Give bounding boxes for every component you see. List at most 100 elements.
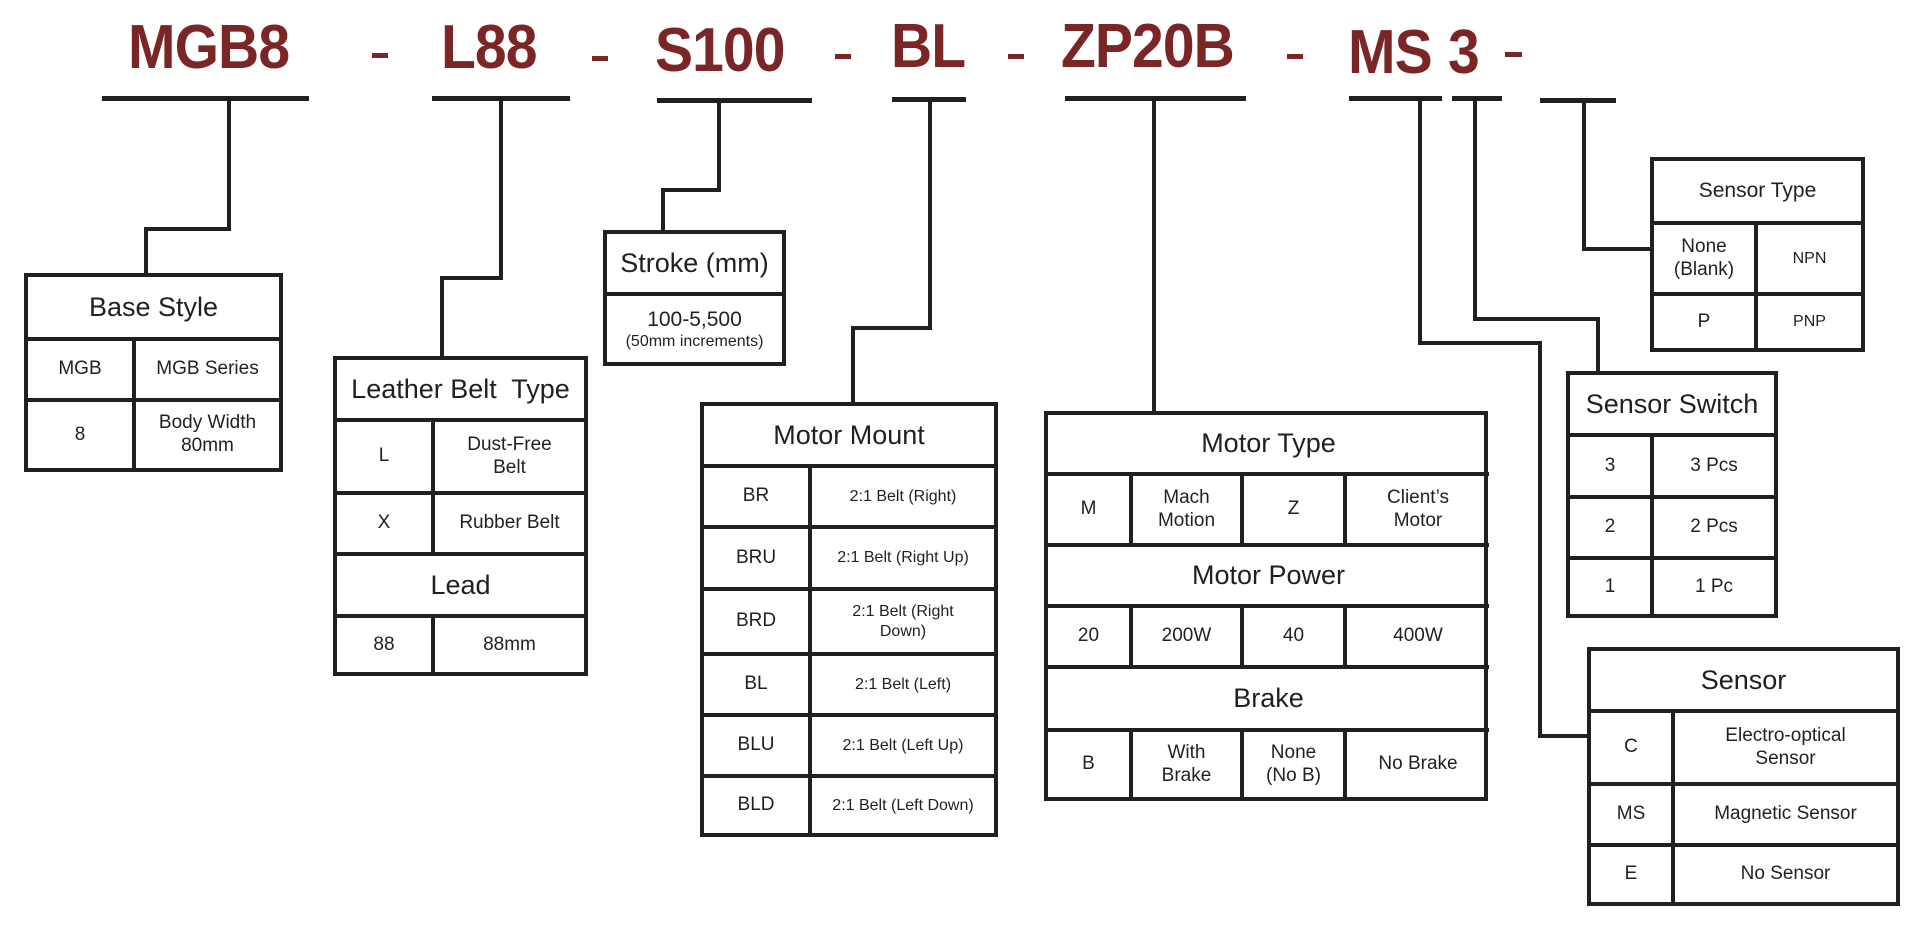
option-desc: 2:1 Belt (Left) [812,656,994,717]
connector-motor-mount [928,99,932,330]
table-title: Stroke (mm) [607,234,782,296]
option-desc: 2:1 Belt (Right Down) [812,591,994,656]
option-desc: Body Width 80mm [158,412,257,456]
option-desc: 2 Pcs [1654,499,1774,560]
separator-dash [1505,52,1522,57]
connector-belt [440,276,444,357]
option-code: 3 [1570,437,1654,499]
option-code: BLU [704,717,812,778]
connector-base-style [144,227,148,275]
option-desc: Mach Motion [1133,476,1244,547]
option-desc: 2:1 Belt (Right) [812,468,994,529]
connector-stroke [717,100,721,192]
code-segment-stroke: S100 [655,16,785,85]
table-title: Leather Belt Type [337,360,584,422]
option-code: M [1048,476,1133,547]
option-code: MS [1591,786,1675,847]
separator-dash [592,56,608,61]
option-desc: Dust-Free Belt [435,422,584,495]
option-desc: None (No B) [1244,732,1347,797]
option-code: X [337,495,435,556]
option-desc: 3 Pcs [1654,437,1774,499]
table-subtitle: Motor Power [1048,547,1489,608]
connector-base-style [227,98,231,231]
option-code: B [1048,732,1133,797]
connector-sensor [1538,734,1588,738]
connector-sensor [1418,98,1422,345]
option-desc: With Brake [1133,732,1244,797]
option-code: 2 [1570,499,1654,560]
option-code: 20 [1048,608,1133,669]
stroke-table: Stroke (mm) 100-5,500 (50mm increments) [603,230,786,366]
option-code: None (Blank) [1654,225,1758,296]
connector-stroke [661,188,721,192]
sensor-table: Sensor C Electro-optical Sensor MS Magne… [1587,647,1900,906]
option-desc: 2:1 Belt (Left Down) [832,796,974,814]
option-code: L [337,422,435,495]
option-desc: Rubber Belt [435,495,584,556]
option-desc: No Sensor [1740,863,1831,885]
option-desc: 88mm [483,633,536,655]
option-desc: 2:1 Belt (Left Up) [812,717,994,778]
option-desc: Magnetic Sensor [1675,786,1896,847]
option-code: BR [704,468,812,529]
underline-sensor [1349,96,1442,101]
connector-belt [499,98,503,280]
option-desc: MGB Series [136,341,279,402]
sensor-type-table: Sensor Type None (Blank) NPN P PNP [1650,157,1865,352]
code-segment-sensor-switch: 3 [1448,18,1480,87]
separator-dash [835,54,851,59]
connector-motor-mount [851,326,932,330]
stroke-note: (50mm increments) [625,333,764,350]
table-title: Motor Type [1048,415,1489,476]
table-subtitle: Lead [337,556,584,618]
option-code: E [1591,847,1675,902]
code-segment-base-style: MGB8 [128,13,290,82]
connector-sensor [1418,341,1542,345]
code-segment-belt-lead: L88 [441,13,537,82]
table-title: Sensor Type [1654,161,1861,225]
option-code: 88 [337,618,435,672]
connector-sensor-type [1582,100,1586,251]
option-code: 40 [1244,608,1347,669]
underline-stroke [657,98,812,103]
sensor-switch-table: Sensor Switch 3 3 Pcs 2 2 Pcs 1 1 Pc [1566,371,1778,618]
option-code: BRD [704,591,812,656]
stroke-range: 100-5,500 (50mm increments) [607,296,782,362]
table-title: Motor Mount [704,406,994,468]
option-code: BLD [704,778,812,833]
connector-motor-mount [851,326,855,403]
table-title: Base Style [28,277,279,341]
option-desc: 400W [1347,608,1489,669]
connector-motor [1152,98,1156,412]
option-code: BL [704,656,812,717]
option-desc: NPN [1758,225,1861,296]
motor-table: Motor Type M Mach Motion Z Client’s Moto… [1044,411,1489,801]
option-code: 8 [28,402,136,468]
motor-mount-table: Motor Mount BR 2:1 Belt (Right) BRU 2:1 … [700,402,998,837]
option-code: BRU [704,529,812,591]
code-segment-motor: ZP20B [1061,12,1235,81]
option-code: MGB [28,341,136,402]
underline-sensor-switch [1452,96,1502,101]
connector-sensor-switch [1473,317,1600,321]
option-desc: 200W [1133,608,1244,669]
connector-stroke [661,188,665,231]
separator-dash [1008,54,1024,59]
code-segment-motor-mount: BL [891,12,966,81]
connector-sensor-switch [1473,98,1477,321]
underline-sensor-type [1540,98,1616,103]
connector-sensor-switch [1596,317,1600,371]
base-style-table: Base Style MGB MGB Series 8 Body Width 8… [24,273,283,472]
option-desc: Client’s Motor [1347,476,1489,547]
option-code: P [1654,296,1758,348]
table-title: Sensor [1591,651,1896,713]
option-desc: 2:1 Belt (Right Up) [812,529,994,591]
option-code: Z [1244,476,1347,547]
code-segment-sensor: MS [1348,18,1433,87]
stroke-range-value: 100-5,500 [647,307,742,331]
belt-lead-table: Leather Belt Type L Dust-Free Belt X Rub… [333,356,588,676]
separator-dash [372,53,388,58]
table-subtitle: Brake [1048,669,1489,732]
underline-base-style [102,96,309,101]
